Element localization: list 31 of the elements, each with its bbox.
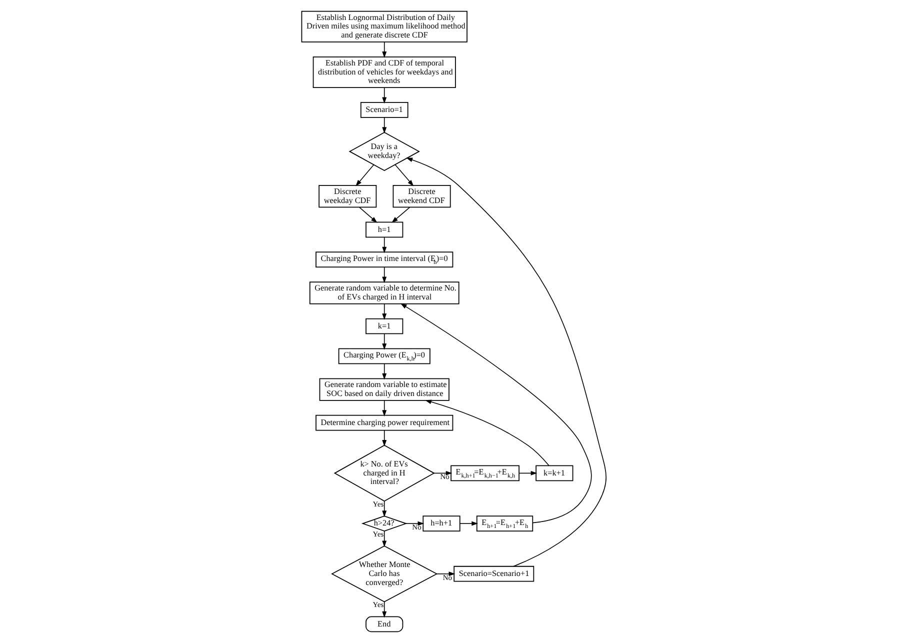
arrow xyxy=(382,530,387,548)
arrow xyxy=(382,266,387,284)
arrow xyxy=(382,236,387,254)
arrow xyxy=(382,333,387,350)
arrow xyxy=(436,572,456,576)
arrow xyxy=(382,400,387,416)
edge-label: No xyxy=(412,522,422,532)
arrow xyxy=(356,164,374,186)
arrow xyxy=(382,430,387,446)
arrow xyxy=(460,521,478,526)
arrow xyxy=(434,470,452,476)
arrow xyxy=(359,206,378,223)
arrow xyxy=(382,601,387,618)
arrow xyxy=(382,364,387,380)
arrow xyxy=(518,470,538,476)
arrow xyxy=(382,87,387,104)
arrow xyxy=(406,158,606,567)
edge-label: Yes xyxy=(372,499,384,508)
arrow xyxy=(382,117,387,134)
arrow xyxy=(392,206,410,223)
arrow xyxy=(382,42,387,58)
arrow xyxy=(394,164,414,186)
arrow xyxy=(400,303,592,524)
edge-label: No xyxy=(442,572,452,582)
edge-label: Yes xyxy=(372,600,384,610)
edge-label: Yes xyxy=(372,529,384,538)
arrow xyxy=(406,521,424,526)
arrow xyxy=(425,400,550,466)
edge-label: No xyxy=(440,472,450,482)
arrow xyxy=(382,500,387,518)
arrow xyxy=(382,304,387,320)
